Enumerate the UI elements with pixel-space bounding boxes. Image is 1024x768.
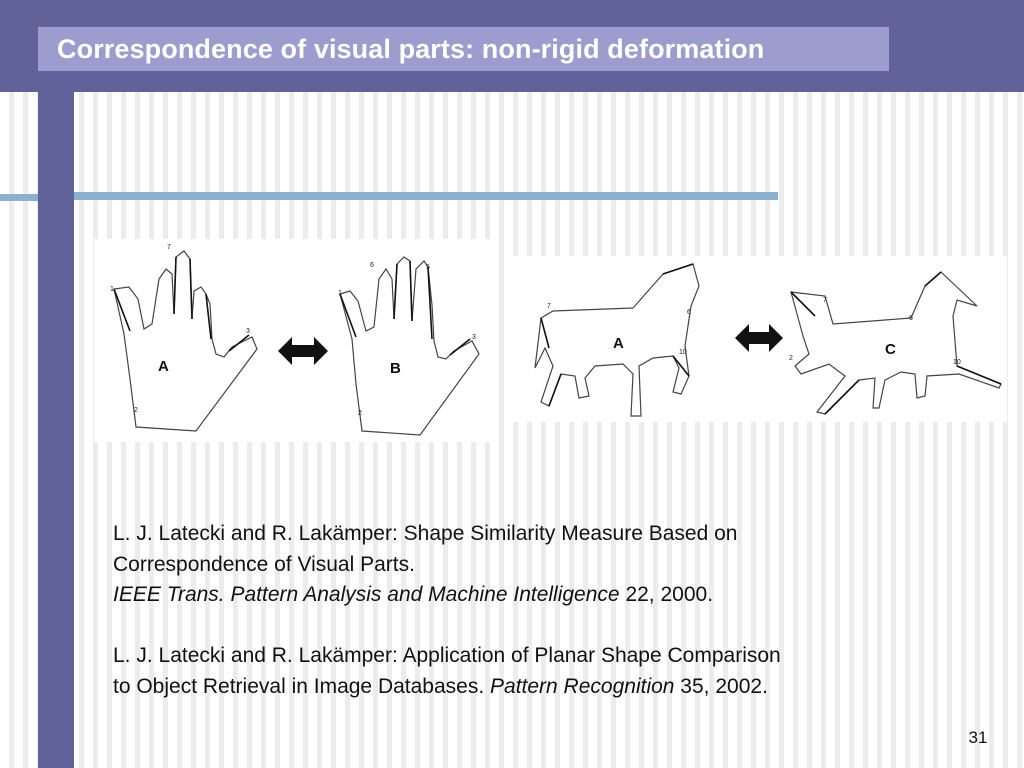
reference-line: L. J. Latecki and R. Lakämper: Applicati… — [113, 644, 781, 667]
hand-b-parts — [339, 260, 471, 356]
reference-journal: IEEE Trans. Pattern Analysis and Machine… — [113, 583, 620, 606]
horse-a-tick: 7 — [547, 303, 551, 310]
slide-title: Correspondence of visual parts: non-rigi… — [57, 33, 765, 64]
horse-c-tick: 6 — [909, 315, 913, 322]
hand-b-shape — [339, 256, 480, 436]
divider-rule-left — [0, 194, 38, 201]
hand-b-tick: 2 — [358, 410, 362, 417]
hand-a-tick: 3 — [246, 328, 250, 335]
hand-a-tick: 7 — [167, 244, 171, 251]
horse-a-label: A — [613, 335, 624, 352]
hand-b-tick: 3 — [472, 334, 476, 341]
horse-c-shape — [790, 271, 1002, 415]
reference-item: L. J. Latecki and R. Lakämper: Shape Sim… — [113, 519, 953, 611]
double-arrow-icon — [735, 324, 783, 352]
hand-a-tick: 1 — [110, 286, 114, 293]
left-accent-bar — [38, 92, 74, 768]
horse-a-tick: 6 — [687, 309, 691, 316]
page-number: 31 — [968, 728, 988, 747]
reference-line: Correspondence of Visual Parts. — [113, 552, 415, 576]
hand-a-parts — [113, 256, 250, 352]
horse-c-tick: 7 — [823, 297, 827, 304]
horse-a-shape — [534, 263, 700, 417]
horse-c-tick: 2 — [789, 355, 793, 362]
reference-item: L. J. Latecki and R. Lakämper: Applicati… — [113, 641, 953, 702]
horses-diagram: A 7 6 10 C 7 6 2 10 — [534, 263, 1002, 417]
horse-a-tick: 10 — [679, 349, 687, 356]
reference-line: to Object Retrieval in Image Databases. — [113, 674, 491, 698]
horse-c-parts — [790, 271, 1002, 415]
reference-citation: 35, 2002. — [674, 674, 768, 698]
hand-b-tick: 5 — [426, 264, 430, 271]
hand-b-label: B — [390, 360, 401, 377]
references: L. J. Latecki and R. Lakämper: Shape Sim… — [113, 519, 953, 702]
hand-a-shape — [113, 250, 258, 432]
hand-b-tick: 1 — [338, 290, 342, 297]
divider-rule — [74, 192, 778, 200]
hands-diagram: A 7 1 2 3 B 6 5 1 2 3 — [110, 244, 480, 436]
hand-a-tick: 2 — [134, 407, 138, 414]
figure-hands: A 7 1 2 3 B 6 5 1 2 3 — [94, 239, 492, 442]
reference-line: L. J. Latecki and R. Lakämper: Shape Sim… — [113, 522, 738, 545]
double-arrow-icon — [278, 337, 328, 365]
figure-horses: A 7 6 10 C 7 6 2 10 — [513, 256, 1007, 422]
reference-journal: Pattern Recognition — [490, 674, 675, 698]
horse-c-tick: 10 — [953, 359, 961, 366]
horse-c-label: C — [885, 341, 896, 358]
reference-citation: 22, 2000. — [619, 583, 714, 606]
horse-a-parts — [540, 263, 694, 407]
title-box: Correspondence of visual parts: non-rigi… — [38, 27, 889, 71]
hand-b-tick: 6 — [370, 262, 374, 269]
hand-a-label: A — [158, 358, 169, 375]
